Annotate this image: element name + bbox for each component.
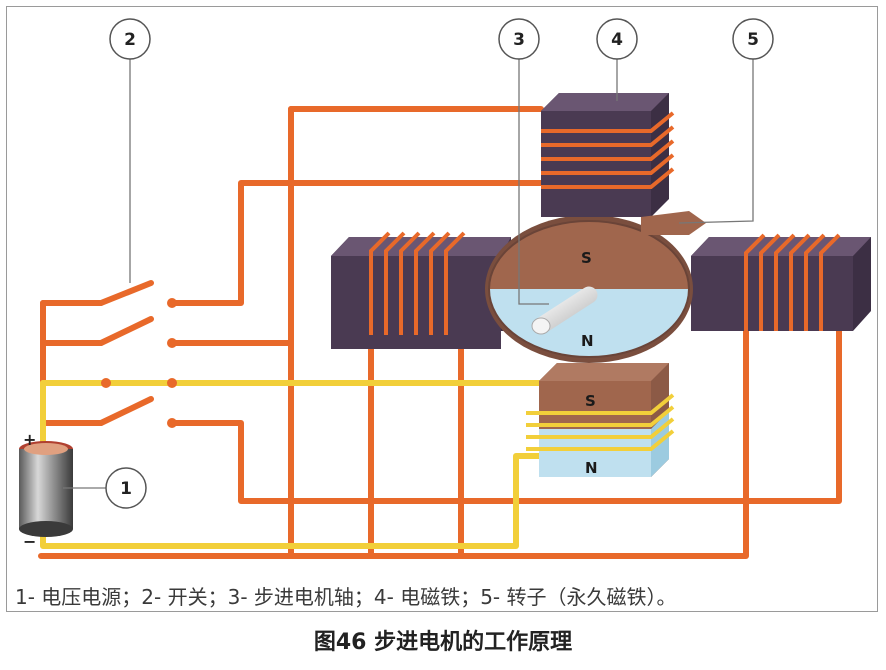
- rotor-pole-s: S: [581, 249, 592, 267]
- svg-text:1: 1: [120, 479, 132, 499]
- voltage-source-battery: + −: [19, 430, 73, 551]
- callout-3: 3: [498, 18, 540, 60]
- figure-caption: 图46 步进电机的工作原理: [313, 630, 573, 655]
- magnet-pole-s: S: [585, 392, 596, 410]
- stepper-motor-diagram: S N S N: [19, 18, 871, 559]
- magnet-pole-n: N: [585, 459, 598, 477]
- right-electromagnet: [691, 233, 871, 331]
- svg-text:5: 5: [747, 30, 759, 50]
- battery-positive-sign: +: [23, 430, 36, 449]
- stepper-motor-shaft: [531, 286, 598, 335]
- top-electromagnet: [541, 93, 706, 235]
- callout-5: 5: [732, 18, 774, 60]
- left-electromagnet: [331, 231, 511, 349]
- battery-negative-sign: −: [23, 532, 36, 551]
- rotor-pole-n: N: [581, 332, 594, 350]
- svg-text:2: 2: [124, 30, 136, 50]
- orange-wires: [38, 106, 842, 559]
- svg-text:3: 3: [513, 30, 525, 50]
- callout-1: 1: [105, 467, 147, 509]
- switch-4[interactable]: [98, 396, 177, 428]
- switch-3-closed[interactable]: [101, 378, 177, 388]
- diagram-frame: S N S N: [6, 6, 878, 612]
- callout-leaders: [63, 59, 754, 489]
- bottom-magnet: S N: [526, 363, 675, 477]
- legend-text: 1- 电压电源；2- 开关；3- 步进电机轴；4- 电磁铁；5- 转子（永久磁铁…: [15, 585, 677, 609]
- svg-text:4: 4: [611, 30, 623, 50]
- switch-1[interactable]: [98, 280, 177, 308]
- switch-2[interactable]: [98, 316, 177, 348]
- callout-4: 4: [596, 18, 638, 60]
- callout-2: 2: [109, 18, 151, 60]
